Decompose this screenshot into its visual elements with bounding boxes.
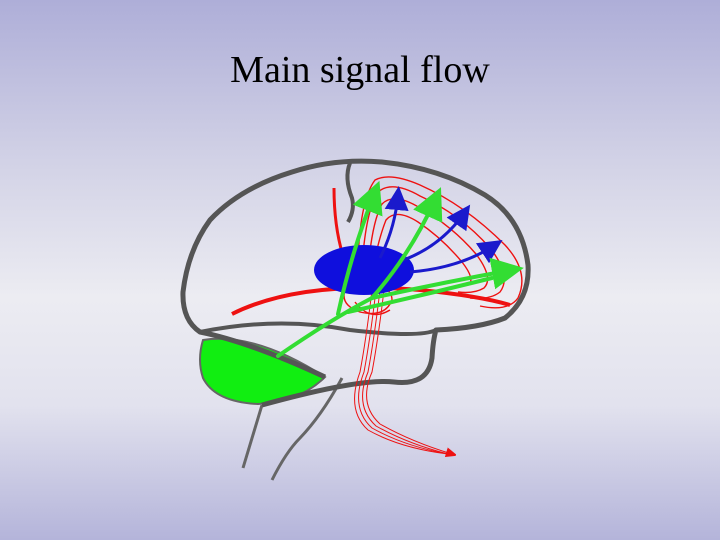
lateral-fissure — [199, 321, 437, 336]
brainstem-back-line — [270, 377, 344, 481]
descending-red-pathway — [354, 289, 452, 454]
green-pathways — [276, 180, 524, 358]
thalamus — [314, 245, 414, 295]
blue-pathways — [378, 186, 503, 274]
brain-outline — [180, 158, 531, 408]
central-sulcus — [345, 162, 355, 224]
brainstem-front-line — [241, 404, 264, 469]
slide-title: Main signal flow — [230, 49, 490, 91]
red-main-pathway — [231, 285, 511, 316]
